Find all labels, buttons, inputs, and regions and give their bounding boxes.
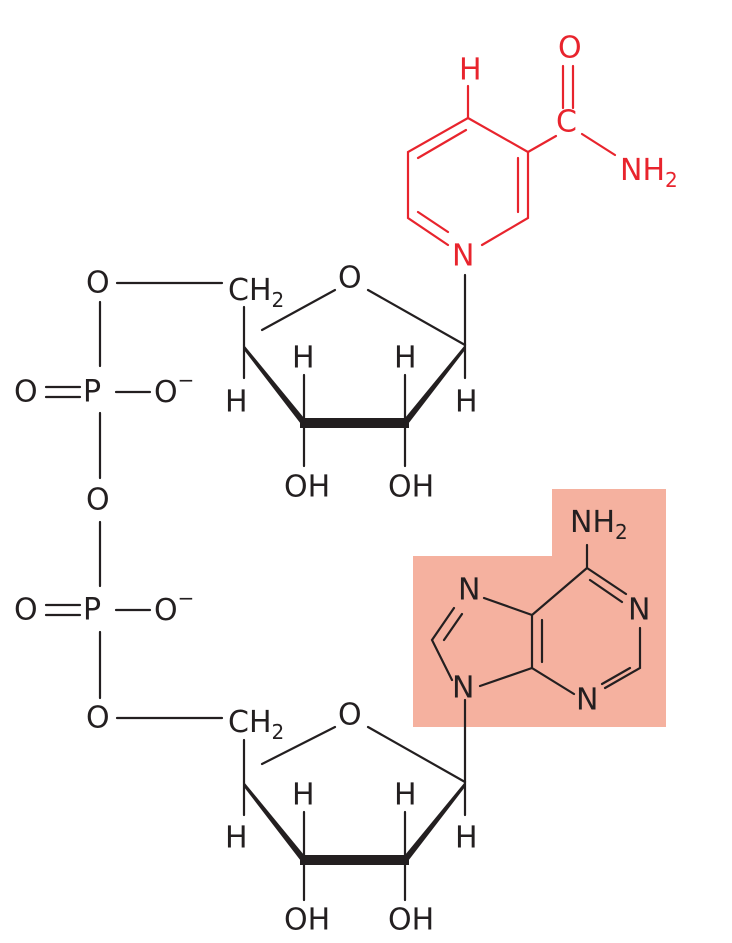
ch2-bottom-label: CH2 — [228, 705, 284, 745]
nicotinamide-double-bonds — [416, 128, 520, 234]
amide-nh-text: NH — [620, 153, 665, 188]
ring-o-bottom-label: O — [338, 698, 362, 733]
p1-label: P — [83, 375, 101, 410]
ribose-bottom-o-c1 — [366, 725, 467, 784]
ribose-bottom-h-left-low: H — [225, 821, 248, 856]
ring-n-label: N — [452, 239, 474, 274]
adenine-n-top-right: N — [628, 593, 650, 628]
amide-n-bond — [580, 132, 617, 157]
ribose-top-wedge-right — [405, 345, 465, 428]
phosphate-backbone: O O P O− O O P O− O — [14, 266, 224, 736]
adenine-five-ring-double — [442, 612, 464, 642]
o-minus-1-o: O — [154, 375, 178, 410]
adenine-n-glyco: N — [452, 671, 474, 706]
adenine-six-ring-bonds — [530, 566, 642, 696]
ch2-bottom-ch: CH — [228, 705, 272, 740]
ribose-top-wedge-left — [244, 345, 304, 428]
amide-label: NH2 — [620, 153, 678, 193]
carbonyl-c-label: C — [556, 105, 577, 140]
ribose-bottom-h-left-up: H — [292, 778, 315, 813]
ribose-bottom-h-right-low: H — [455, 821, 478, 856]
ribose-top-h-right-up: H — [394, 341, 417, 376]
o-double-2-label: O — [14, 593, 38, 628]
ribose-top-oh-left: OH — [284, 470, 330, 505]
o-top-label: O — [86, 266, 110, 301]
ribose-bottom-oh-right: OH — [388, 903, 434, 938]
ch2-top-ch: CH — [228, 273, 272, 308]
o-bridge-label: O — [86, 483, 110, 518]
adenine-six-ring-double-bonds — [540, 578, 632, 686]
ch2-top-sub: 2 — [272, 288, 285, 312]
amine-subscript: 2 — [615, 520, 628, 544]
amine-nh-text: NH — [570, 505, 615, 540]
nicotinamide-ring-bonds — [406, 116, 530, 247]
ribose-bottom-wedge-right — [405, 782, 465, 865]
o-minus-1-label: O− — [154, 368, 194, 410]
ch2-bottom-sub: 2 — [272, 720, 285, 744]
ribose-bottom-c4-o — [260, 725, 337, 766]
o-double-1-label: O — [14, 375, 38, 410]
ribose-bottom-wedge-left — [244, 782, 304, 865]
o-minus-1-charge: − — [178, 368, 195, 392]
adenine-group: NH2 N N N N — [430, 505, 650, 784]
o-minus-2-label: O− — [154, 586, 194, 628]
carbonyl-o-label: O — [558, 31, 582, 66]
ribose-top-oh-right: OH — [388, 470, 434, 505]
ribose-bottom-oh-left: OH — [284, 903, 330, 938]
o-minus-2-o: O — [154, 593, 178, 628]
ribose-top-c4-o — [260, 288, 337, 332]
adenine-n-bottom-right: N — [576, 683, 598, 718]
ribose-bottom: CH2 O H H H H OH OH — [225, 698, 478, 938]
ch2-top-label: CH2 — [228, 273, 284, 313]
ribose-top-h-right-low: H — [455, 385, 478, 420]
nicotinamide-group: H O C NH2 N — [406, 31, 678, 347]
ring-o-top-label: O — [338, 261, 362, 296]
ribose-top-o-c1 — [366, 288, 467, 347]
o-bottom-label: O — [86, 701, 110, 736]
adenine-n-top-left: N — [458, 573, 480, 608]
ribose-top-h-left-low: H — [225, 385, 248, 420]
ribose-top: CH2 O H H H H OH OH — [225, 261, 478, 505]
amine-label: NH2 — [570, 505, 628, 545]
adenine-five-ring-bonds — [430, 596, 534, 688]
ring-h-label: H — [459, 53, 482, 88]
p2-label: P — [83, 593, 101, 628]
carbonyl-c-bond — [526, 134, 558, 154]
ribose-bottom-h-right-up: H — [394, 778, 417, 813]
o-minus-2-charge: − — [178, 586, 195, 610]
amide-subscript: 2 — [665, 168, 678, 192]
ribose-top-h-left-up: H — [292, 341, 315, 376]
